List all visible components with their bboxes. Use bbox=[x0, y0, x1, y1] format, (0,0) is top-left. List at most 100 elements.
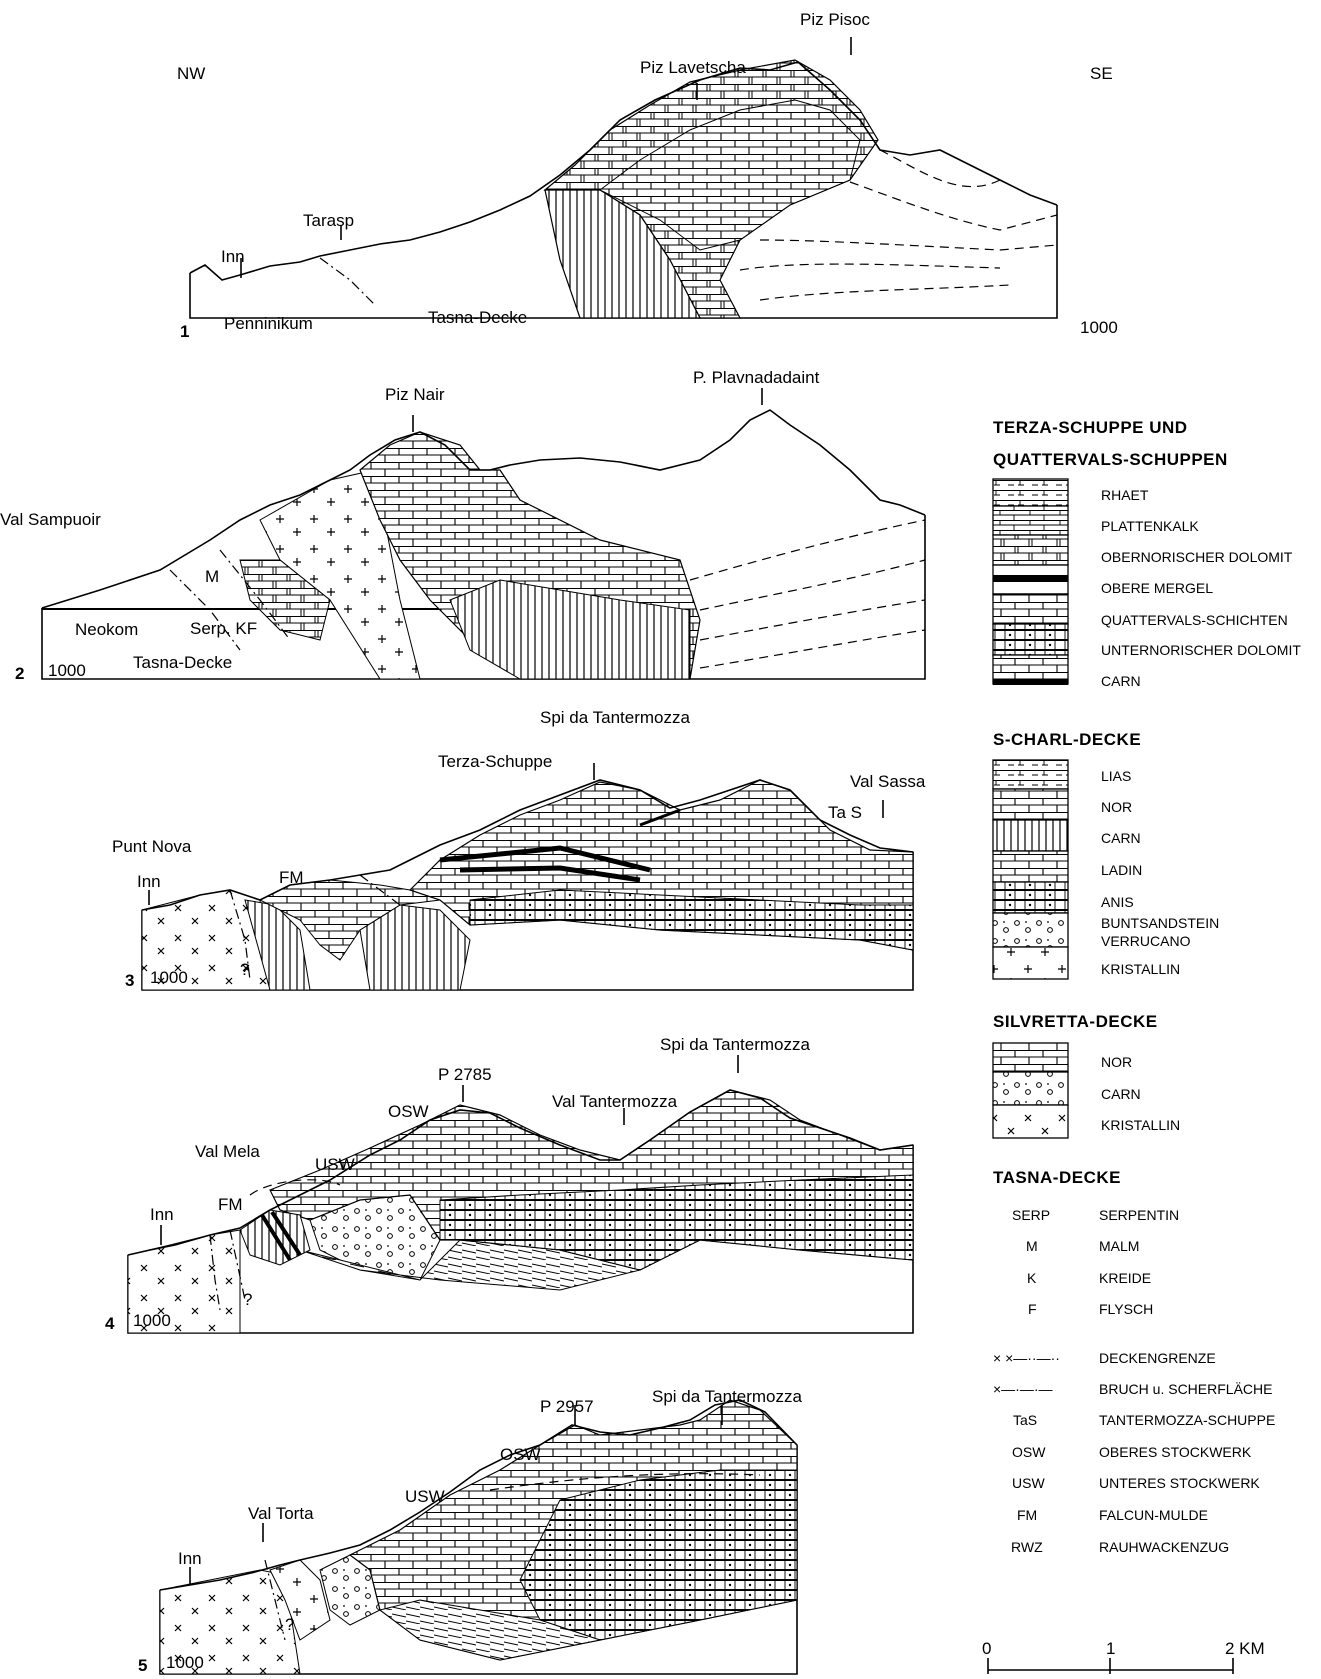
profile-1-fault-tarasp bbox=[319, 257, 376, 306]
label-tasna-decke-2: Tasna-Decke bbox=[133, 653, 232, 672]
orientation-se: SE bbox=[1090, 64, 1113, 83]
legend-symbol-fm: FM bbox=[1017, 1507, 1037, 1523]
legend-kristallin-scharl: KRISTALLIN bbox=[1101, 961, 1180, 977]
legend-tantermozza: TANTERMOZZA-SCHUPPE bbox=[1099, 1412, 1275, 1428]
legend-tasna-title: TASNA-DECKE bbox=[993, 1168, 1121, 1187]
legend-symbol-usw: USW bbox=[1012, 1475, 1045, 1491]
label-tas: Ta S bbox=[828, 803, 862, 822]
profile-1-surface bbox=[189, 61, 1058, 281]
legend-rhaet: RHAET bbox=[1101, 487, 1149, 503]
legend-deckengrenze: DECKENGRENZE bbox=[1099, 1350, 1216, 1366]
peak-piz-lavetscha: Piz Lavetscha bbox=[640, 58, 746, 77]
legend-code-f: F bbox=[1028, 1301, 1037, 1317]
scale-label-5: 1000 bbox=[166, 1653, 204, 1672]
profile-1-dashed-1 bbox=[849, 181, 1058, 231]
profile-5-fault-1 bbox=[264, 1559, 286, 1641]
profile-2-dashed-3 bbox=[699, 599, 926, 641]
legend-nor-silvretta: NOR bbox=[1101, 1054, 1132, 1070]
legend-symbol-deckengrenze: × ×—··—·· bbox=[993, 1350, 1060, 1366]
swatch-carn-scharl bbox=[992, 819, 1069, 852]
swatch-ladin bbox=[992, 850, 1069, 883]
label-inn-1: Inn bbox=[221, 247, 245, 266]
legend-verrucano: VERRUCANO bbox=[1101, 933, 1191, 949]
scale-bar-2km: 2 KM bbox=[1225, 1639, 1265, 1658]
legend-oberes: OBERES STOCKWERK bbox=[1099, 1444, 1252, 1460]
legend-silvretta-title: SILVRETTA-DECKE bbox=[993, 1012, 1158, 1031]
label-fm-3: FM bbox=[279, 868, 304, 887]
label-inn-4: Inn bbox=[150, 1205, 174, 1224]
swatch-lias bbox=[992, 759, 1069, 790]
profile-3-marl-band-1 bbox=[439, 845, 651, 873]
profile-1-dashed-4 bbox=[759, 284, 1011, 301]
label-val-sampuoir: Val Sampuoir bbox=[0, 510, 101, 529]
legend-rauhwacken: RAUHWACKENZUG bbox=[1099, 1539, 1229, 1555]
legend-scharl-title: S-CHARL-DECKE bbox=[993, 730, 1141, 749]
label-osw-4: OSW bbox=[388, 1102, 429, 1121]
peak-spi-5: Spi da Tantermozza bbox=[652, 1387, 802, 1406]
swatch-carn-silvretta bbox=[992, 1071, 1069, 1106]
label-malm: M bbox=[205, 567, 219, 586]
profile-4-surface bbox=[127, 1089, 914, 1256]
scale-label-3: 1000 bbox=[150, 968, 188, 987]
legend-buntsandstein: BUNTSANDSTEIN bbox=[1101, 915, 1219, 931]
peak-plavnadadaint: P. Plavnadadaint bbox=[693, 368, 820, 387]
profile-5-dotted-layer bbox=[519, 1469, 798, 1641]
profile-3: Spi da Tantermozza Terza-Schuppe Val Sas… bbox=[112, 708, 926, 991]
profile-2-frame bbox=[41, 515, 926, 680]
profile-5-dashed-osw bbox=[489, 1473, 761, 1491]
profile-2-fault-1 bbox=[219, 549, 291, 641]
swatch-kristallin-scharl bbox=[992, 946, 1069, 980]
peak-spi-4: Spi da Tantermozza bbox=[660, 1035, 810, 1054]
legend-carn-scharl: CARN bbox=[1101, 830, 1141, 846]
profile-number-3: 3 bbox=[125, 971, 134, 990]
legend-symbol-bruch: ×—·—·— bbox=[993, 1381, 1053, 1397]
profile-number-4: 4 bbox=[105, 1314, 115, 1333]
scale-bar-0: 0 bbox=[982, 1639, 991, 1658]
profile-5-surface bbox=[159, 1399, 798, 1591]
swatch-unternorischer bbox=[992, 623, 1069, 656]
swatch-nor-silvretta bbox=[992, 1042, 1069, 1073]
label-punt-nova: Punt Nova bbox=[112, 837, 192, 856]
legend-serpentin: SERPENTIN bbox=[1099, 1207, 1179, 1223]
legend-quattervals: QUATTERVALS-SCHICHTEN bbox=[1101, 612, 1288, 628]
profile-1-dashed-5 bbox=[879, 149, 1001, 188]
profile-3-marl-band-2 bbox=[459, 865, 641, 883]
profile-2-small-dolomite bbox=[239, 559, 331, 641]
legend-obernorischer: OBERNORISCHER DOLOMIT bbox=[1101, 549, 1293, 565]
profile-5-hatched bbox=[378, 1599, 602, 1661]
swatch-nor bbox=[992, 788, 1069, 821]
swatch-plattenkalk bbox=[992, 505, 1069, 536]
label-usw-4: USW bbox=[315, 1155, 355, 1174]
legend-unternorischer: UNTERNORISCHER DOLOMIT bbox=[1101, 642, 1301, 658]
label-penninikum: Penninikum bbox=[224, 314, 313, 333]
scale-label-4: 1000 bbox=[133, 1311, 171, 1330]
label-inn-3: Inn bbox=[137, 872, 161, 891]
legend-falcun: FALCUN-MULDE bbox=[1099, 1507, 1208, 1523]
label-question-3: ? bbox=[240, 960, 249, 979]
profile-2-dashed-4 bbox=[699, 629, 926, 669]
profile-4-marl bbox=[260, 1210, 302, 1262]
legend-symbol-tas: TaS bbox=[1013, 1412, 1037, 1428]
profile-1: NW SE Piz Pisoc Piz Lavetscha Tarasp Inn… bbox=[177, 10, 1118, 341]
profile-2: P. Plavnadadaint Piz Nair Val Sampuoir M… bbox=[0, 368, 926, 683]
label-val-mela: Val Mela bbox=[195, 1142, 260, 1161]
swatch-kristallin-silvretta bbox=[992, 1104, 1069, 1139]
label-usw-5: USW bbox=[405, 1487, 445, 1506]
scale-label-2: 1000 bbox=[48, 661, 86, 680]
legend-scharl-swatches bbox=[992, 759, 1069, 980]
label-p2785: P 2785 bbox=[438, 1065, 492, 1084]
legend-terza-title-2: QUATTERVALS-SCHUPPEN bbox=[993, 450, 1228, 469]
profile-1-carn-body bbox=[544, 189, 701, 319]
profile-2-surface bbox=[41, 409, 926, 609]
profile-2-dashed-2 bbox=[699, 559, 926, 611]
legend-plattenkalk: PLATTENKALK bbox=[1101, 518, 1199, 534]
scale-label-1: 1000 bbox=[1080, 318, 1118, 337]
legend-kristallin-silvretta: KRISTALLIN bbox=[1101, 1117, 1180, 1133]
profile-number-1: 1 bbox=[180, 322, 189, 341]
legend-carn-terza: CARN bbox=[1101, 673, 1141, 689]
legend-ladin: LADIN bbox=[1101, 862, 1142, 878]
label-tarasp: Tarasp bbox=[303, 211, 354, 230]
profile-number-2: 2 bbox=[15, 664, 24, 683]
legend-bruch: BRUCH u. SCHERFLÄCHE bbox=[1099, 1381, 1272, 1397]
